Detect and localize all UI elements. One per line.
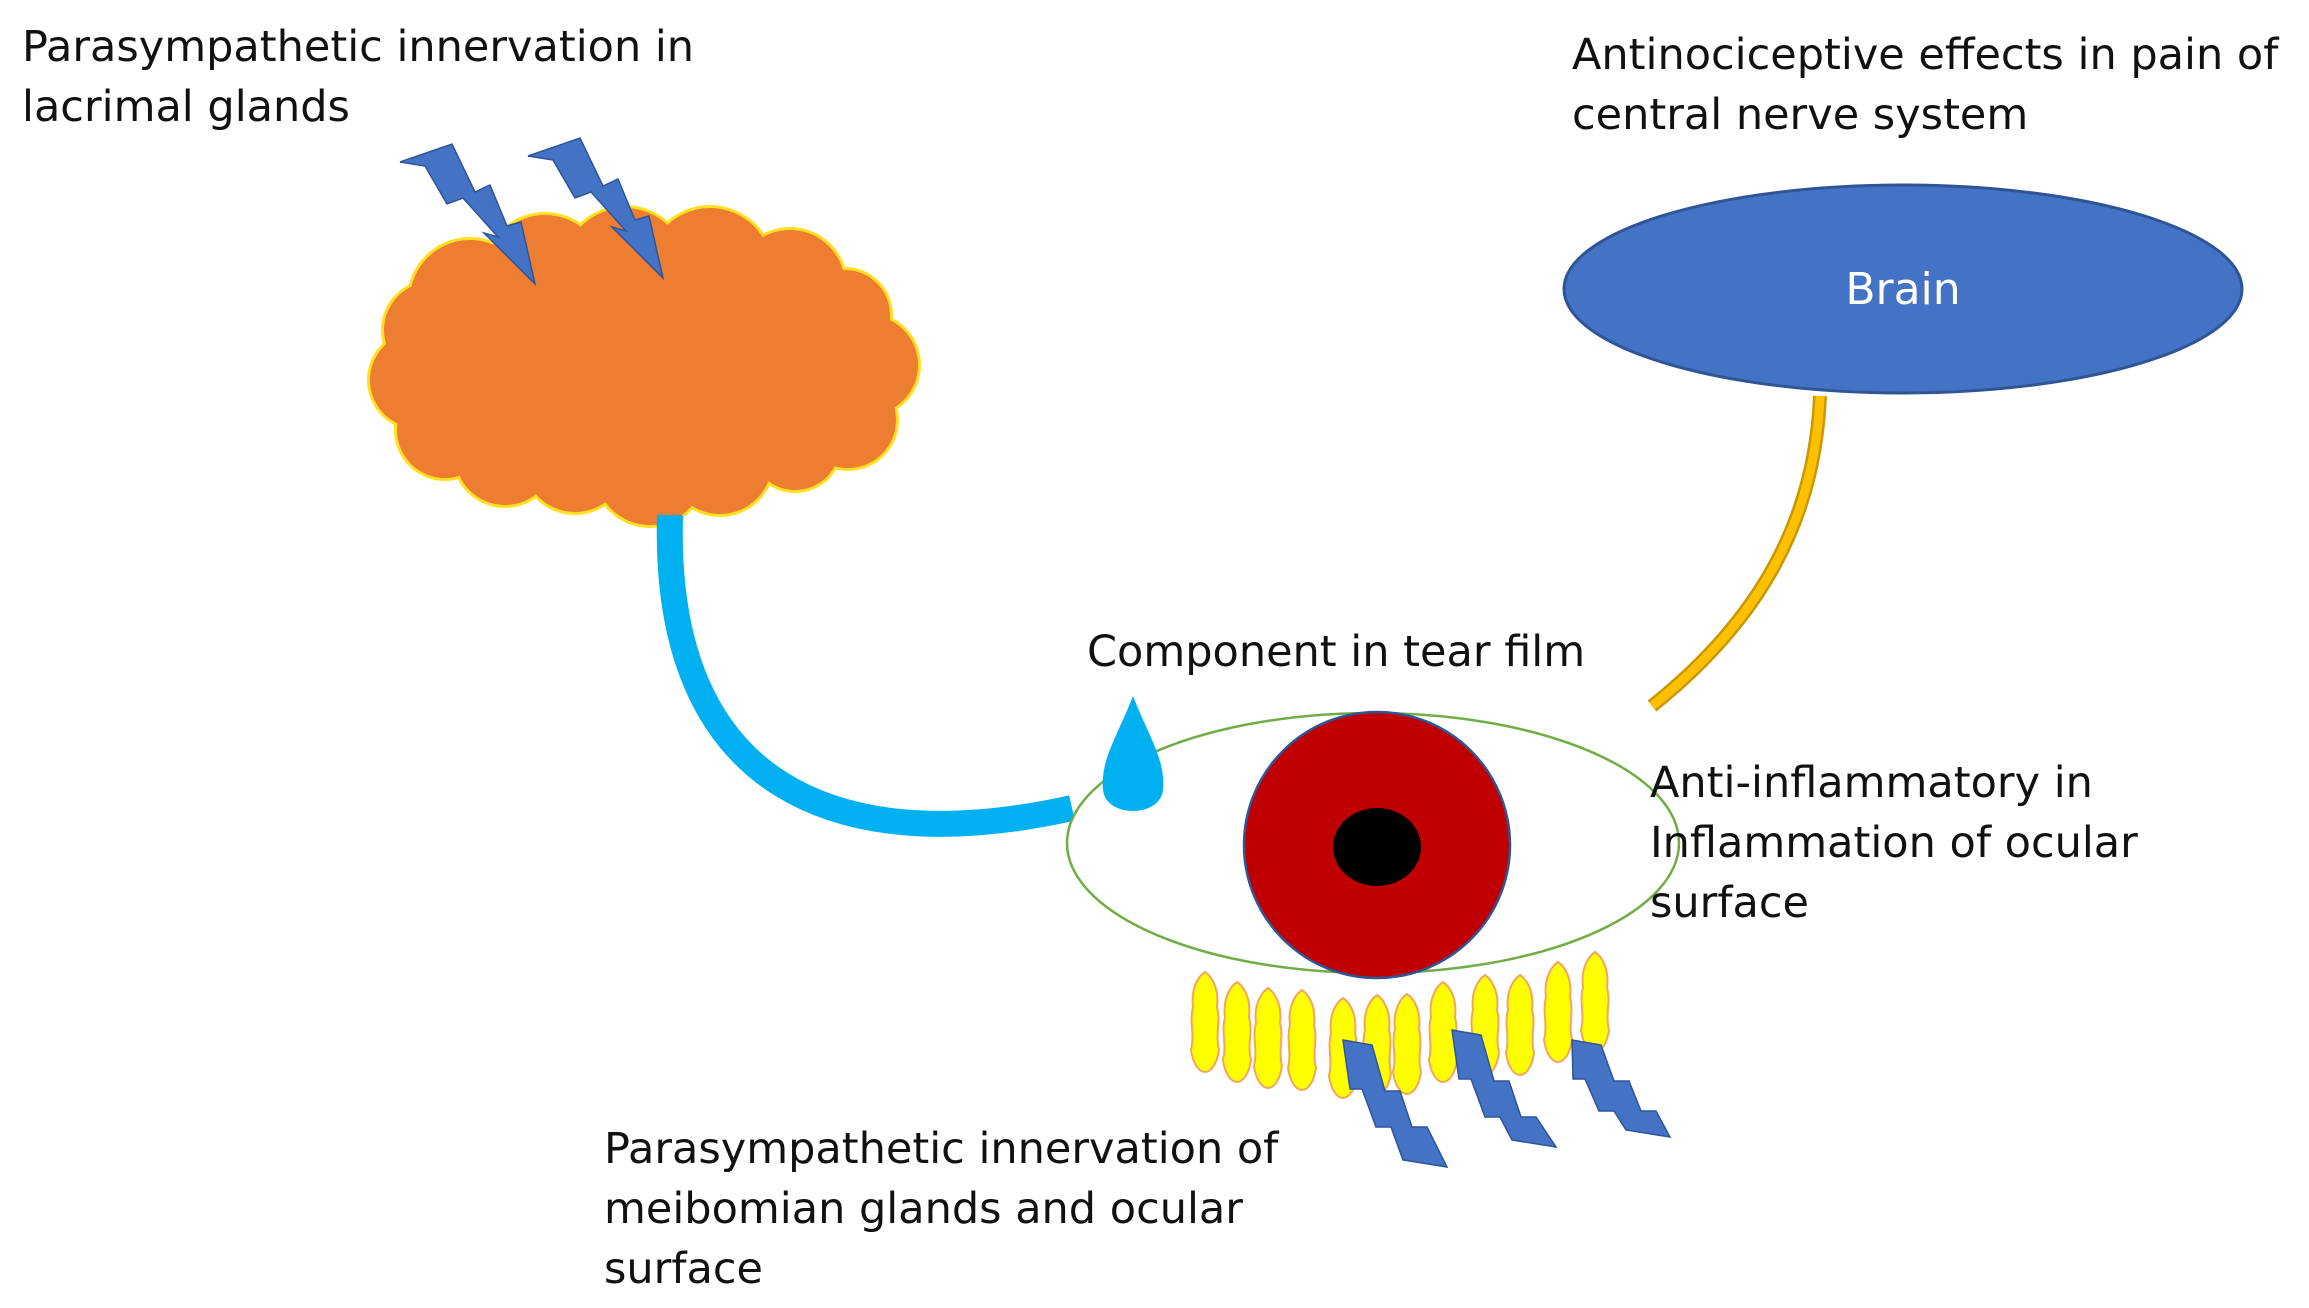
- meibomian-innervation-label: Parasympathetic innervation of meibomian…: [604, 1124, 1279, 1294]
- brain-node: Brain: [1562, 183, 2244, 395]
- pupil: [1333, 808, 1421, 886]
- cloud-lobe: [550, 320, 730, 500]
- lightning-bolt-icon: [1571, 1039, 1672, 1138]
- tear-film-component-label: Component in tear film: [1087, 627, 1586, 677]
- lightning-bolt-icon: [527, 137, 665, 281]
- brain-label: Brain: [1845, 264, 1960, 315]
- meibomian-gland: [1286, 988, 1318, 1092]
- eye: [1065, 710, 1681, 980]
- lightning-bolt-icon: [1451, 1029, 1558, 1149]
- lightning-bolt-icon: [399, 143, 537, 287]
- lacrimal-gland-cloud: [367, 205, 921, 528]
- tear-duct-tube: [656, 514, 1075, 837]
- meibomian-gland: [1542, 960, 1574, 1064]
- lightning-bolt-icon: [1342, 1039, 1449, 1168]
- brain-ellipse: [1562, 183, 2244, 395]
- nerve-outline: [1647, 395, 1827, 712]
- meibomian-gland: [1221, 980, 1253, 1084]
- anti-inflammatory-label: Anti-inflammatory in Inflammation of ocu…: [1650, 758, 2138, 928]
- nerve-fiber: [1649, 395, 1825, 710]
- meibomian-gland: [1189, 970, 1221, 1074]
- lacrimal-innervation-label: Parasympathetic innervation in lacrimal …: [22, 22, 695, 132]
- cloud-fill: [370, 208, 918, 525]
- meibomian-gland: [1579, 950, 1611, 1054]
- meibomian-gland: [1391, 992, 1423, 1096]
- tear-drop-icon: [1102, 696, 1164, 811]
- meibomian-gland: [1252, 986, 1284, 1090]
- meibomian-gland: [1427, 980, 1459, 1084]
- antinociceptive-label: Antinociceptive effects in pain of centr…: [1572, 30, 2279, 140]
- meibomian-gland: [1504, 973, 1536, 1077]
